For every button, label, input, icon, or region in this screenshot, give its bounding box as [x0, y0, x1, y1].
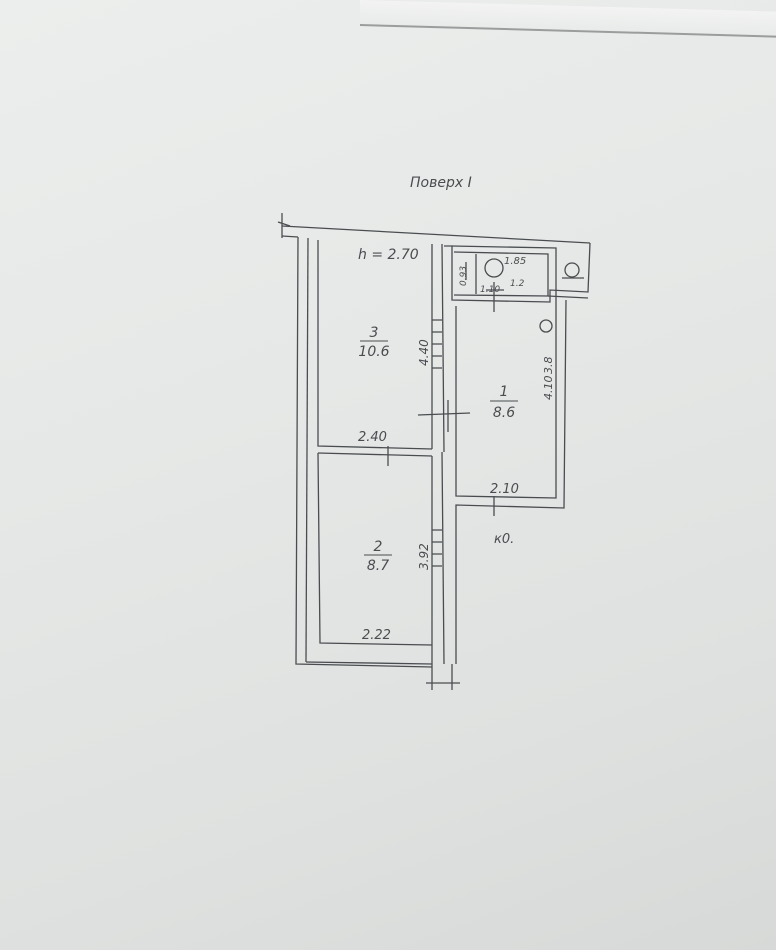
room-3-area: 10.6 — [358, 344, 389, 360]
plan-labels: h = 2.70 3 10.6 4.40 2.40 1 8.6 4.10 3.8… — [358, 247, 555, 643]
room-3-width-dim: 2.40 — [358, 430, 387, 445]
room-1-width-dim: 2.10 — [490, 482, 519, 497]
room-2-area: 8.7 — [367, 558, 389, 574]
bath-dim-d: 1.2 — [510, 279, 525, 289]
room-3-height-dim: 4.40 — [417, 339, 431, 366]
plan-walls — [277, 213, 591, 690]
room-1-height-dim: 4.10 — [542, 376, 555, 401]
bath-dim-a: 1.85 — [504, 256, 526, 267]
room-2-number: 2 — [374, 539, 383, 555]
room-2-height-dim: 3.92 — [417, 543, 431, 570]
entrance-marker: к0. — [494, 532, 514, 547]
ceiling-height-label: h = 2.70 — [358, 247, 419, 263]
bath-dim-c: 0.93 — [459, 266, 469, 286]
room-1-height-extra: 3.8 — [542, 357, 555, 375]
room-1-number: 1 — [500, 384, 509, 400]
room-2-width-dim: 2.22 — [362, 628, 391, 643]
room-3-number: 3 — [370, 325, 379, 341]
plan-title: Поверх I — [410, 175, 472, 191]
room-1-area: 8.6 — [493, 405, 515, 421]
bath-dim-b: 1.10 — [480, 285, 500, 295]
